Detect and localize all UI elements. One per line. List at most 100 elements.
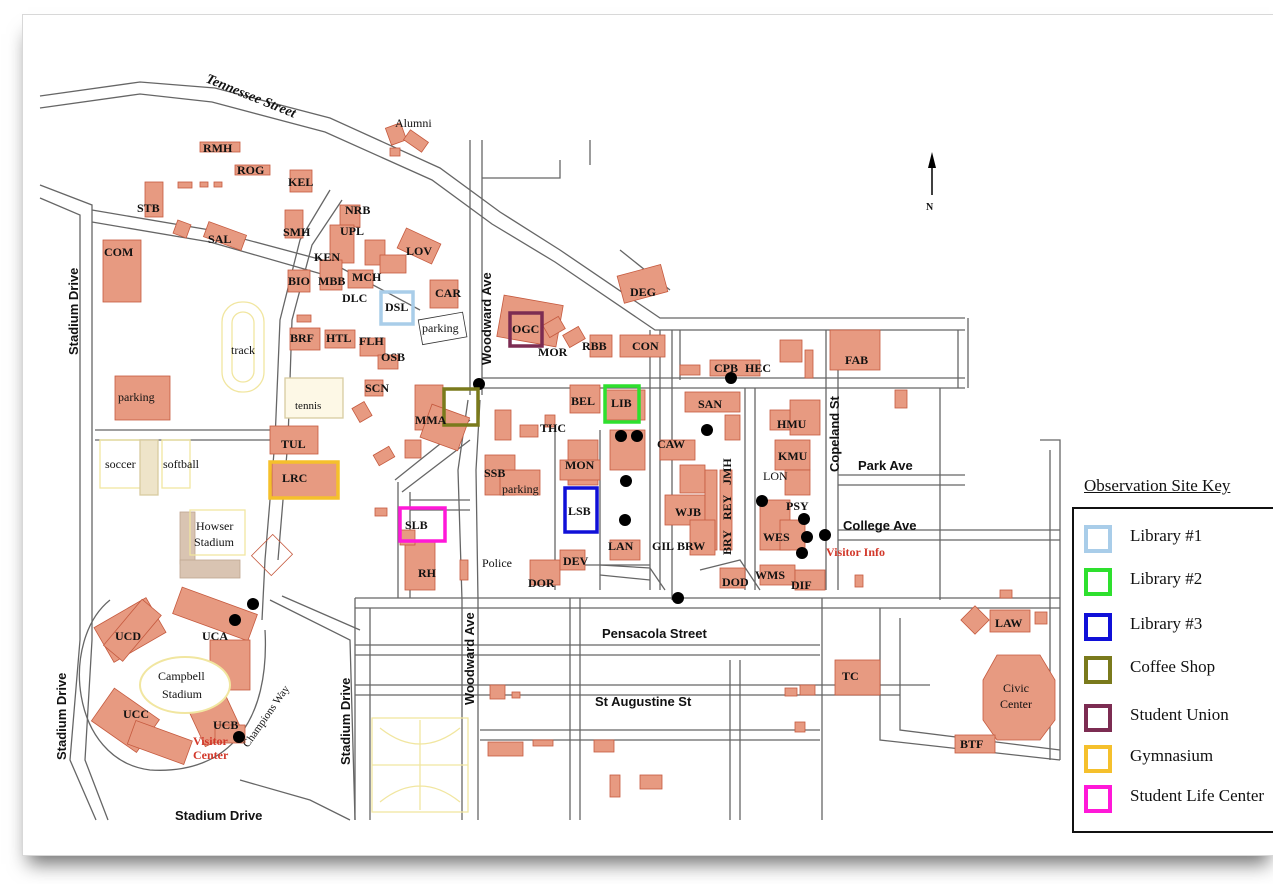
bldg-san: SAN (698, 397, 722, 411)
key-item-library-1: Library #1 (1084, 525, 1270, 553)
bldg-upl: UPL (340, 224, 364, 238)
bldg-sal: SAL (208, 232, 231, 246)
parking-lot-dsl (417, 311, 468, 346)
bldg-kmu: KMU (778, 449, 808, 463)
alumni-label: Alumni (395, 116, 432, 130)
bldg-scn: SCN (365, 381, 389, 395)
bldg-bio: BIO (288, 274, 310, 288)
bldg-psy: PSY (786, 499, 809, 513)
bldg-bel: BEL (571, 394, 595, 408)
stadium-drive-label-southwest: Stadium Drive (54, 673, 69, 760)
bldg-dif: DIF (791, 578, 812, 592)
key-item-student-union: Student Union (1084, 704, 1270, 732)
bldg-bry: BRY (720, 530, 734, 555)
swatch-coffee-shop (1084, 656, 1112, 684)
fields (99, 301, 469, 813)
bldg-dor: DOR (528, 576, 555, 590)
bldg-fab: FAB (845, 353, 868, 367)
bldg-ucd: UCD (115, 629, 141, 643)
bldg-lon: LON (763, 469, 788, 483)
bldg-rmh: RMH (203, 141, 233, 155)
pensacola-street-label: Pensacola Street (602, 626, 707, 641)
civic-label: Civic (1003, 681, 1029, 695)
stadium-drive-label-west: Stadium Drive (66, 268, 81, 355)
parking-label-ssb: parking (502, 482, 539, 496)
bldg-wjb: WJB (675, 505, 701, 519)
bldg-car: CAR (435, 286, 461, 300)
bldg-jmh: JMH (720, 458, 734, 485)
bldg-kel: KEL (288, 175, 313, 189)
tennis-label: tennis (295, 400, 321, 412)
bldg-rbb: RBB (582, 339, 607, 353)
soccer-label: soccer (105, 457, 136, 471)
copeland-st-label: Copeland St (827, 395, 842, 472)
bldg-ogc: OGC (512, 322, 539, 336)
key-item-coffee-shop: Coffee Shop (1084, 656, 1270, 684)
bldg-caw: CAW (657, 437, 685, 451)
parking-label-west: parking (118, 390, 155, 404)
key-label-student-union: Student Union (1130, 705, 1229, 724)
north-arrow: N (926, 152, 936, 213)
parking-label-dsl: parking (422, 321, 459, 335)
key-title: Observation Site Key (1084, 476, 1231, 495)
campbell-field (139, 656, 231, 714)
bldg-btf: BTF (960, 737, 983, 751)
bldg-deg: DEG (630, 285, 656, 299)
track-label: track (231, 343, 255, 357)
bldg-nrb: NRB (345, 203, 370, 217)
stadium-drive-label-bottom: Stadium Drive (175, 808, 262, 823)
key-label-library-1: Library #1 (1130, 526, 1203, 545)
site-highlights (268, 290, 641, 543)
bldg-lib: LIB (611, 396, 632, 410)
police-label: Police (482, 556, 512, 570)
bldg-stb: STB (137, 201, 160, 215)
bldg-mma: MMA (415, 413, 447, 427)
bldg-brf: BRF (290, 331, 314, 345)
bldg-osb: OSB (381, 350, 405, 364)
buildings (90, 122, 1056, 798)
visitor-center-label: Center (193, 748, 229, 762)
bldg-hmu: HMU (777, 417, 807, 431)
highlight-library-3 (563, 486, 599, 534)
bldg-slb: SLB (405, 518, 428, 532)
highlight-coffee-shop (442, 387, 480, 427)
swatch-student-union (1084, 704, 1112, 732)
bldg-rh: RH (418, 566, 437, 580)
key-label-gymnasium: Gymnasium (1130, 746, 1214, 765)
bldg-wes: WES (763, 530, 790, 544)
bldg-ucc: UCC (123, 707, 149, 721)
bldg-mor: MOR (538, 345, 568, 359)
key-label-library-2: Library #2 (1130, 569, 1203, 588)
tennessee-street-label: Tennessee Street (204, 72, 299, 122)
champions-way-label: Champions Way (241, 683, 293, 750)
swatch-library-1 (1084, 525, 1112, 553)
highlight-library-2 (603, 384, 641, 424)
visitor-info-label: Visitor Info (826, 545, 885, 559)
bldg-ssb: SSB (484, 466, 505, 480)
bldg-rey: REY (720, 494, 734, 520)
visitor-label: Visitor (193, 734, 229, 748)
softball-label: softball (163, 457, 200, 471)
woodward-ave-label-north: Woodward Ave (479, 272, 494, 365)
bldg-thc: THC (540, 421, 566, 435)
bldg-tul: TUL (281, 437, 306, 451)
bldg-dod: DOD (722, 575, 749, 589)
highlight-student-life-center (398, 506, 447, 543)
swatch-library-2 (1084, 568, 1112, 596)
parking-lot-west (114, 375, 171, 421)
north-label: N (926, 202, 934, 213)
bldg-lrc: LRC (282, 471, 307, 485)
bldg-law: LAW (995, 616, 1022, 630)
swatch-student-life-center (1084, 785, 1112, 813)
howser-label: Howser (196, 519, 233, 533)
bldg-brw: BRW (677, 539, 705, 553)
highlight-gymnasium (268, 460, 340, 500)
civic-center-label: Center (1000, 697, 1032, 711)
bldg-smh: SMH (283, 225, 311, 239)
bldg-lan: LAN (608, 539, 634, 553)
bldg-flh: FLH (359, 334, 384, 348)
key-label-student-life-center: Student Life Center (1130, 786, 1265, 805)
swatch-library-3 (1084, 613, 1112, 641)
bldg-com: COM (104, 245, 133, 259)
